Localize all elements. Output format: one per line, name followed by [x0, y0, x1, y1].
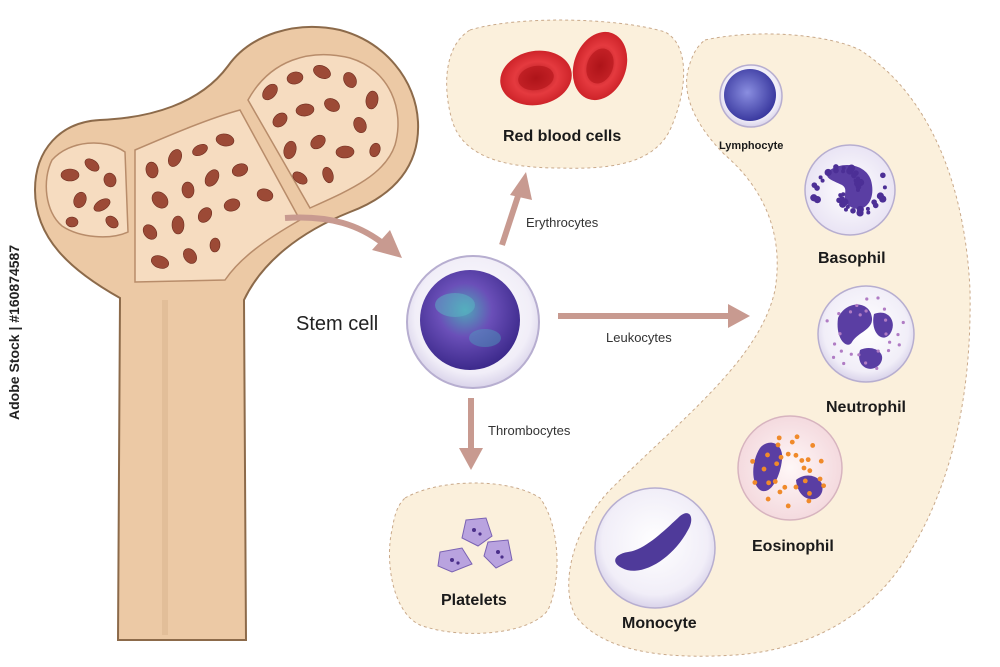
panel-platelets [389, 482, 558, 634]
arrow-bone-to-stem [284, 214, 387, 248]
spongy-bone-right [247, 53, 399, 209]
arrow-bone-to-stem-head [372, 230, 402, 258]
eosinophil-label: Eosinophil [752, 538, 834, 555]
stem-cell [406, 255, 540, 389]
bone-illustration [33, 26, 420, 641]
stock-watermark: Adobe Stock | #160874587 [6, 244, 22, 420]
bone-pores [60, 65, 381, 269]
panel-red-blood-cells [446, 19, 685, 169]
platelets-cells [437, 517, 513, 573]
arrow-erythrocytes-head [510, 172, 532, 200]
arrow-erythrocytes [499, 189, 523, 246]
red-blood-cells-label: Red blood cells [503, 128, 622, 145]
thrombocytes-label: Thrombocytes [488, 423, 571, 438]
platelets-label: Platelets [441, 592, 507, 609]
neutrophil-label: Neutrophil [826, 399, 906, 416]
basophil-cell [804, 144, 896, 236]
arrows [284, 172, 750, 470]
lymphocyte-cell [719, 64, 783, 128]
basophil-label: Basophil [818, 250, 886, 267]
neutrophil-cell [817, 285, 915, 383]
arrow-leukocytes-head [728, 304, 750, 328]
leukocytes-label: Leukocytes [606, 330, 672, 345]
eosinophil-cell [737, 415, 843, 521]
erythrocytes-label: Erythrocytes [526, 215, 599, 230]
monocyte-label: Monocyte [622, 615, 697, 632]
stem-cell-label: Stem cell [296, 313, 379, 335]
arrow-thrombocytes-head [459, 448, 483, 470]
monocyte-cell [594, 487, 716, 609]
red-blood-cells [500, 31, 628, 106]
lymphocyte-label: Lymphocyte [719, 140, 784, 152]
spongy-bone-left [45, 142, 129, 238]
